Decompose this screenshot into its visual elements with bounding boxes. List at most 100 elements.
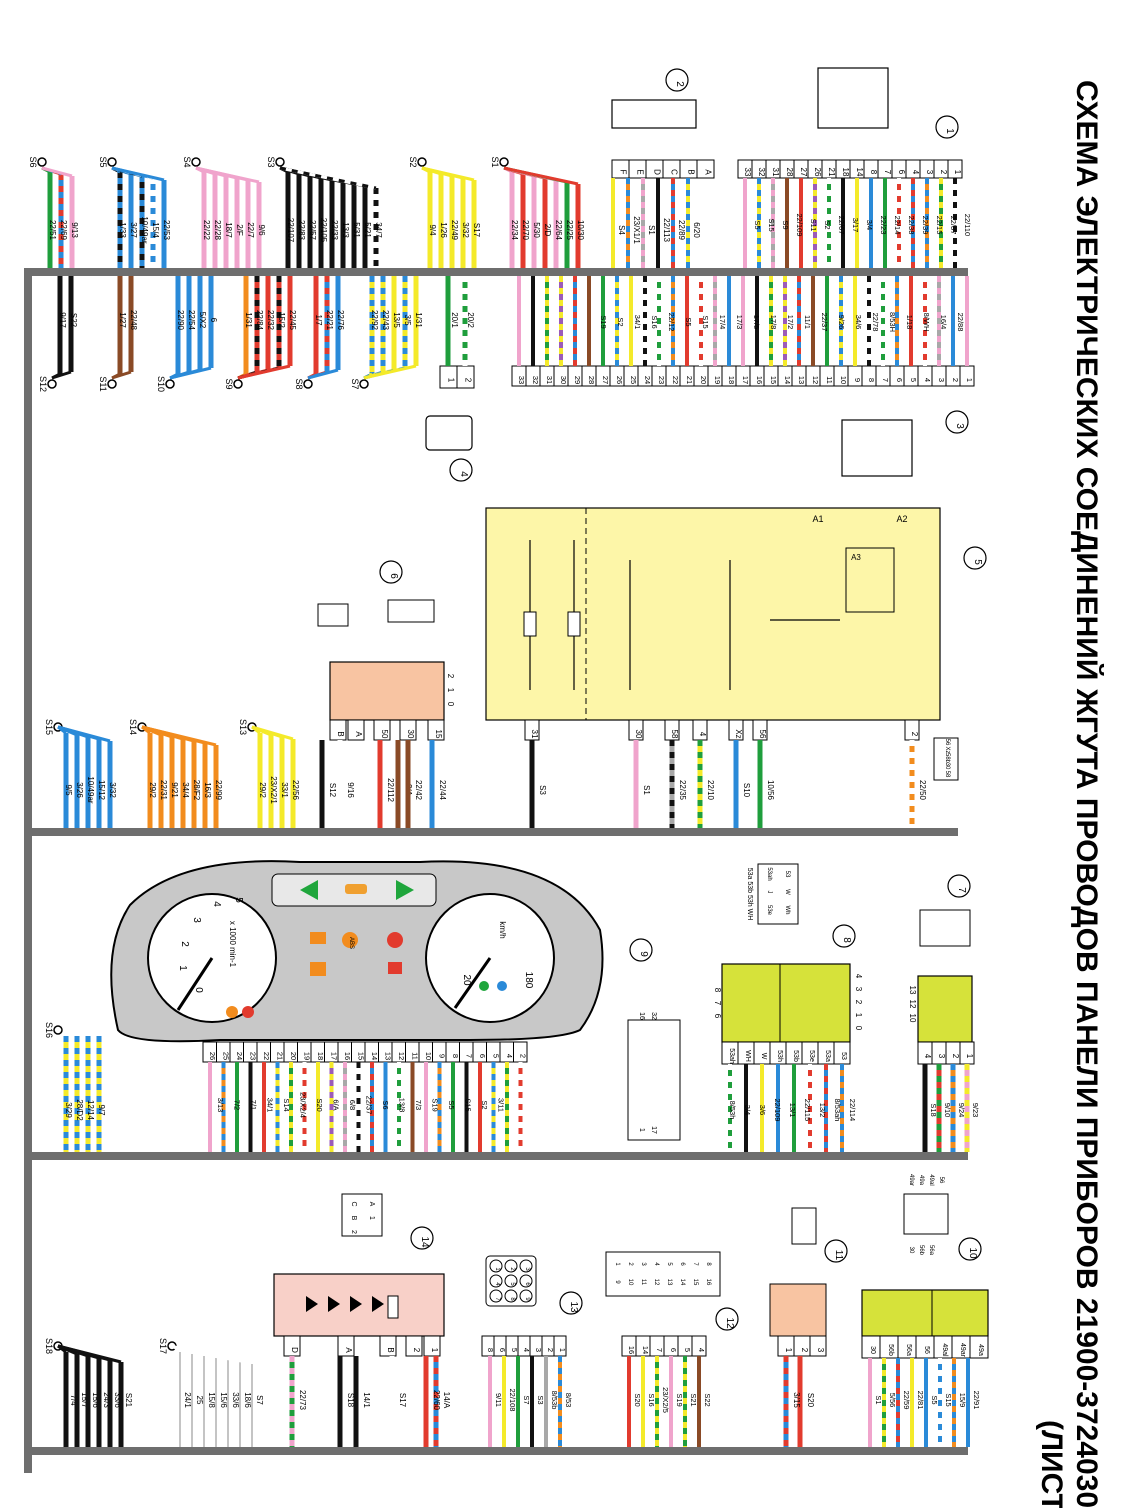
pin-label: 58b (944, 753, 950, 764)
wire-label: S21 (689, 1393, 698, 1406)
pin-label: 17 (330, 1052, 339, 1060)
wire-label: 22/43 (381, 310, 390, 331)
wire-label: 9/4 (428, 224, 437, 236)
wire-label: 22/105 (319, 218, 328, 243)
pin-label: 49al (941, 1343, 948, 1357)
callout-1: 1 (935, 115, 959, 139)
connector3-body (841, 419, 913, 477)
callout-circle (449, 458, 473, 482)
pin-label: 49ar (908, 1174, 914, 1186)
bundle-fan (171, 1345, 253, 1365)
position-label: 1 (446, 688, 455, 693)
pin-label: 4 (923, 378, 932, 382)
wire-label: 22/23 (879, 216, 888, 235)
pin-label: 49ar (959, 1343, 966, 1358)
pin-cell (459, 1041, 474, 1063)
callout-3: 3 (945, 410, 969, 434)
wire-label: 33/6 (231, 1392, 240, 1408)
wire-label: 22/32 (266, 310, 275, 331)
splice-label: S13 (238, 719, 248, 735)
pin-label: 17 (741, 376, 750, 384)
wire-label: 22/60 (432, 1390, 441, 1411)
switch8-legend: 53a 53b 53h WH (746, 868, 753, 921)
pin-label: 2 (464, 378, 473, 383)
pin-label: 29 (573, 376, 582, 384)
splice-point (303, 379, 313, 389)
splice-label: S10 (156, 376, 166, 392)
callout-number: 5 (972, 559, 983, 565)
bundle-fan (57, 725, 111, 743)
pin-label: W (784, 889, 790, 895)
pin-label: 30 (908, 1247, 914, 1254)
wire-label: 3/26 (75, 782, 84, 798)
wire-core (141, 725, 217, 747)
splice-label: S12 (38, 376, 48, 392)
wire-label: 3/17 (851, 218, 860, 233)
pin-cell (541, 1335, 555, 1357)
pin-label: 4 (505, 1054, 514, 1058)
wire-label: 22/109 (773, 1099, 782, 1122)
splice-label: S4 (182, 156, 192, 167)
seatbelt-icon (242, 1006, 254, 1018)
wire-label: S5 (684, 317, 693, 326)
pin-label: 56 (944, 739, 950, 746)
wire-core (51, 370, 72, 380)
splice-point (107, 379, 117, 389)
module5-body (485, 507, 941, 721)
callout-number: 6 (388, 573, 399, 579)
pin-cell (283, 1335, 301, 1357)
pin-label: 11 (640, 1279, 646, 1286)
switch7-connector (919, 909, 971, 947)
pin-label: 1 (784, 1348, 793, 1353)
wire-label: 22/53 (162, 220, 171, 241)
tachometer-scale-label: 3 (191, 917, 202, 923)
pin-label: 53a (824, 1050, 831, 1062)
pin-cell (861, 365, 877, 387)
pin-label: 11 (825, 376, 834, 384)
wire-label: 14/1 (362, 1392, 371, 1408)
switch6-body (329, 661, 445, 721)
high-beam-icon (497, 981, 507, 991)
callout-circle (665, 68, 689, 92)
pin-label: 33 (517, 376, 526, 384)
splice-label: S6 (28, 156, 38, 167)
pin-label: 14 (855, 168, 864, 177)
pin-label: 7 (883, 170, 892, 175)
callout-number: 11 (833, 1250, 844, 1261)
wire-label: 9/23 (971, 1103, 980, 1118)
pin-label: 1 (430, 1348, 439, 1353)
bundle-fan (237, 364, 291, 380)
bundle-fan (51, 370, 72, 380)
wire-core (169, 366, 212, 380)
wire-label: 15/9 (958, 1393, 967, 1408)
oil-pressure-icon (310, 932, 326, 944)
pin-label: 5 (683, 1348, 692, 1352)
splice-label: S1 (490, 156, 500, 167)
splice-point (233, 379, 243, 389)
wire-label: 3/4 (743, 1105, 752, 1115)
harness-trunk-middle (24, 828, 958, 836)
wire-label: 15/8 (207, 1392, 216, 1408)
pin-label: B (386, 1347, 395, 1352)
pin-label: 5 (909, 378, 918, 382)
wire-label: 1/33 (118, 222, 127, 238)
splice-s12: S12 (38, 376, 57, 392)
pin-label: J (766, 891, 772, 894)
pin-label: 53b (792, 1050, 799, 1062)
pin-label: 15 (769, 376, 778, 384)
wire-label: S18 (346, 1393, 355, 1408)
wire-label: 22/35 (678, 780, 687, 801)
pin-cell (499, 1041, 514, 1063)
pin-socket (519, 1289, 533, 1303)
pin-label: 6 (895, 378, 904, 382)
sheet-title: СХЕМА ЭЛЕКТРИЧЕСКИХ СОЕДИНЕНИЙ ЖГУТА ПРО… (1035, 40, 1108, 1508)
wire-label: 10/49ar (140, 216, 149, 243)
wire-label: S5 (753, 220, 762, 229)
wire-label: 34/4 (181, 782, 190, 798)
harness-trunk-bottom (24, 1447, 968, 1455)
pin-label: 2 (350, 1230, 357, 1234)
pin-label: 56b (887, 1344, 894, 1356)
bundle-fan (169, 366, 212, 380)
